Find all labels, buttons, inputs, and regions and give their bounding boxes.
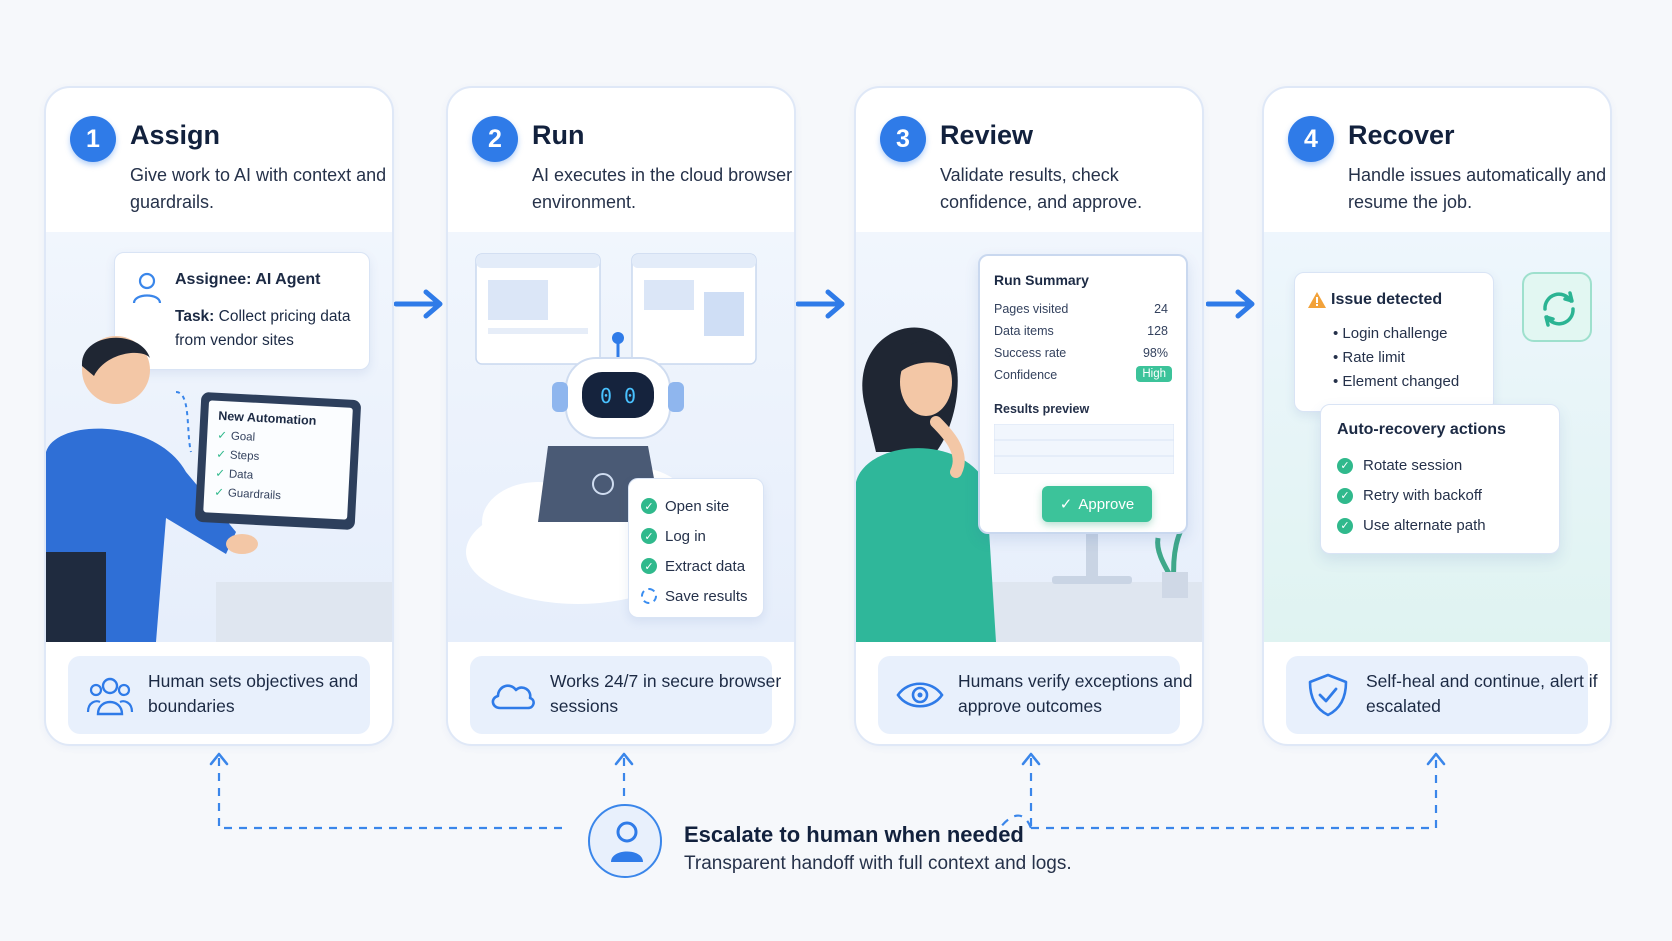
task-text-block: Task: Collect pricing data from vendor s… [175,305,361,353]
shield-check-icon [1308,673,1348,717]
check-circle-icon: ✓ [641,528,657,544]
issue-item: • Element changed [1333,373,1460,390]
confidence-badge: High [1136,366,1172,382]
step-footer: Works 24/7 in secure browser sessions [470,656,781,734]
sync-tile [1522,272,1592,342]
escalate-subtitle: Transparent handoff with full context an… [684,853,1072,874]
cloud-icon [491,684,535,710]
step-card-recover: 4 Recover Handle issues automatically an… [1262,86,1612,746]
svg-text:0: 0 [600,384,612,408]
escalation-dashed-lines [209,752,1446,830]
step-card-run: 2 Run AI executes in the cloud browser e… [446,86,796,746]
step-title: Review [940,120,1034,150]
eye-icon [896,682,944,708]
checklist-item: Save results [641,581,763,611]
recover-illustration: Issue detected • Login challenge • Rate … [1264,232,1610,642]
check-circle-icon: ✓ [1337,457,1353,474]
assign-illustration: Assignee: AI Agent Task: Collect pricing… [46,232,392,642]
checklist-item: ✓Log in [641,521,763,551]
issue-item: • Rate limit [1333,349,1405,366]
step-number-badge: 1 [70,116,116,162]
person-reviewing-illustration [856,327,1202,642]
auto-recovery-panel: Auto-recovery actions ✓Rotate session ✓R… [1320,404,1560,554]
arrow-right-icon [394,289,443,319]
task-label: Task: [175,308,215,325]
run-summary-title: Run Summary [994,272,1089,288]
task-checklist: ✓Open site ✓Log in ✓Extract data Save re… [628,478,764,618]
step-card-assign: 1 Assign Give work to AI with context an… [44,86,394,746]
step-card-review: 3 Review Validate results, check confide… [854,86,1204,746]
issue-title: Issue detected [1331,291,1443,308]
recovery-title: Auto-recovery actions [1337,421,1506,438]
check-circle-icon: ✓ [1337,517,1353,534]
step-footer: Self-heal and continue, alert if escalat… [1286,656,1598,734]
step-footer-text: Works 24/7 in secure browser sessions [550,671,782,716]
results-preview-label: Results preview [994,402,1090,416]
escalate-avatar [588,804,662,878]
step-footer: Humans verify exceptions and approve out… [878,656,1192,734]
recovery-action: ✓Rotate session [1337,457,1462,474]
svg-text:0: 0 [624,384,636,408]
assignee-label: Assignee: AI Agent [175,271,321,288]
loading-spinner-icon [641,588,657,604]
recovery-action: ✓Retry with backoff [1337,487,1482,504]
people-group-icon [86,677,134,716]
check-circle-icon: ✓ [641,498,657,514]
step-number-badge: 4 [1288,116,1334,162]
automation-form: New Automation ✓Goal ✓Steps ✓Data ✓Guard… [203,400,353,520]
issue-detected-panel: Issue detected • Login challenge • Rate … [1294,272,1494,412]
results-preview-table [994,424,1174,474]
sync-refresh-icon [1543,291,1575,327]
person-at-laptop-illustration [46,336,392,642]
arrow-right-icon [796,289,845,319]
step-description: Handle issues automatically and resume t… [1348,165,1607,212]
recovery-action: ✓Use alternate path [1337,517,1486,534]
checklist-item: ✓Open site [641,491,763,521]
checklist-item: ✓Extract data [641,551,763,581]
person-icon [611,821,643,862]
step-title: Assign [130,120,221,150]
check-circle-icon: ✓ [1337,487,1353,504]
step-description: Validate results, check confidence, and … [940,165,1143,212]
check-icon: ✓ [213,486,225,500]
step-description: Give work to AI with context and guardra… [130,165,387,212]
step-title: Run [532,120,585,150]
check-icon: ✓ [216,429,228,443]
warning-icon [1308,292,1326,308]
step-number-badge: 3 [880,116,926,162]
check-icon: ✓ [214,467,226,481]
escalate-title: Escalate to human when needed [684,822,1024,847]
step-footer: Human sets objectives and boundaries [68,656,370,734]
step-footer-text: Human sets objectives and boundaries [148,671,359,716]
step-title: Recover [1348,120,1455,150]
arrow-right-icon [1206,289,1255,319]
check-icon: ✓ [215,448,227,462]
automation-form-title: New Automation [217,408,317,428]
run-illustration: 0 0 ✓Open site ✓Log in ✓Extract data Sav… [448,232,794,642]
step-description: AI executes in the cloud browser environ… [532,165,793,212]
approve-button[interactable]: ✓ Approve [1042,486,1152,522]
step-footer-text: Self-heal and continue, alert if escalat… [1366,671,1598,716]
step-footer-text: Humans verify exceptions and approve out… [958,671,1193,716]
check-icon: ✓ [1059,496,1073,513]
check-circle-icon: ✓ [641,558,657,574]
laptop-screen: New Automation ✓Goal ✓Steps ✓Data ✓Guard… [194,391,362,531]
assignee-card: Assignee: AI Agent Task: Collect pricing… [114,252,370,370]
user-outline-icon [132,272,162,304]
issue-item: • Login challenge [1333,325,1448,342]
step-number-badge: 2 [472,116,518,162]
task-text: Collect pricing data from vendor sites [175,308,351,349]
